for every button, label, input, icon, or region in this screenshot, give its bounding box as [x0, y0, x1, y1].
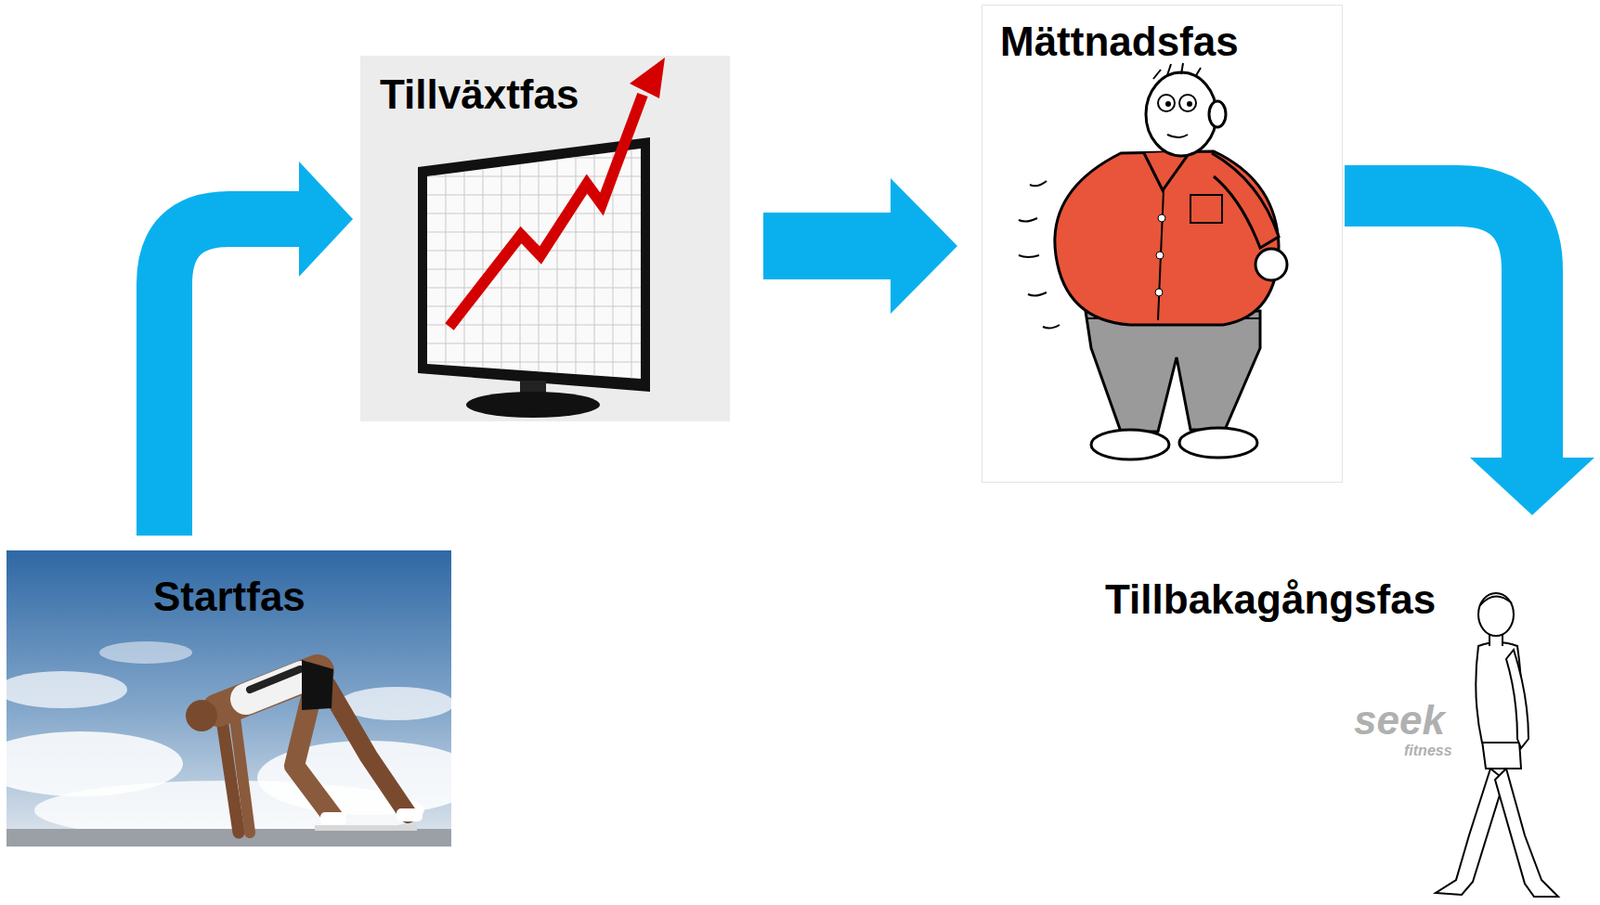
phase-title: Mättnadsfas	[1000, 19, 1239, 65]
growth-chart-picture	[360, 55, 730, 422]
watermark: fitness	[1404, 742, 1453, 760]
arrow-head	[1469, 457, 1595, 516]
phase-title: Startfas	[153, 574, 306, 620]
decline-phase: Tillbakagångsfas	[1105, 557, 1561, 901]
full-man-cartoon	[982, 5, 1343, 483]
arrow-head	[299, 161, 353, 277]
arrow-head	[890, 178, 958, 314]
growth-phase: Tillväxtfas	[360, 55, 730, 422]
flow-arrow	[1344, 195, 1595, 516]
start-phase: Startfas	[6, 550, 452, 847]
arrow-shaft	[1344, 195, 1533, 460]
watermark: seek	[1353, 698, 1445, 743]
arrow-shaft	[763, 212, 893, 280]
walking-man-drawing	[1435, 593, 1559, 898]
flow-arrow	[763, 178, 958, 314]
flow-arrow	[164, 161, 353, 536]
phase-title: Tillväxtfas	[379, 72, 579, 118]
arrow-shaft	[164, 219, 301, 536]
runner-photo	[0, 550, 481, 847]
phase-title: Tillbakagångsfas	[1105, 577, 1436, 623]
saturation-phase: Mättnadsfas	[981, 4, 1343, 483]
